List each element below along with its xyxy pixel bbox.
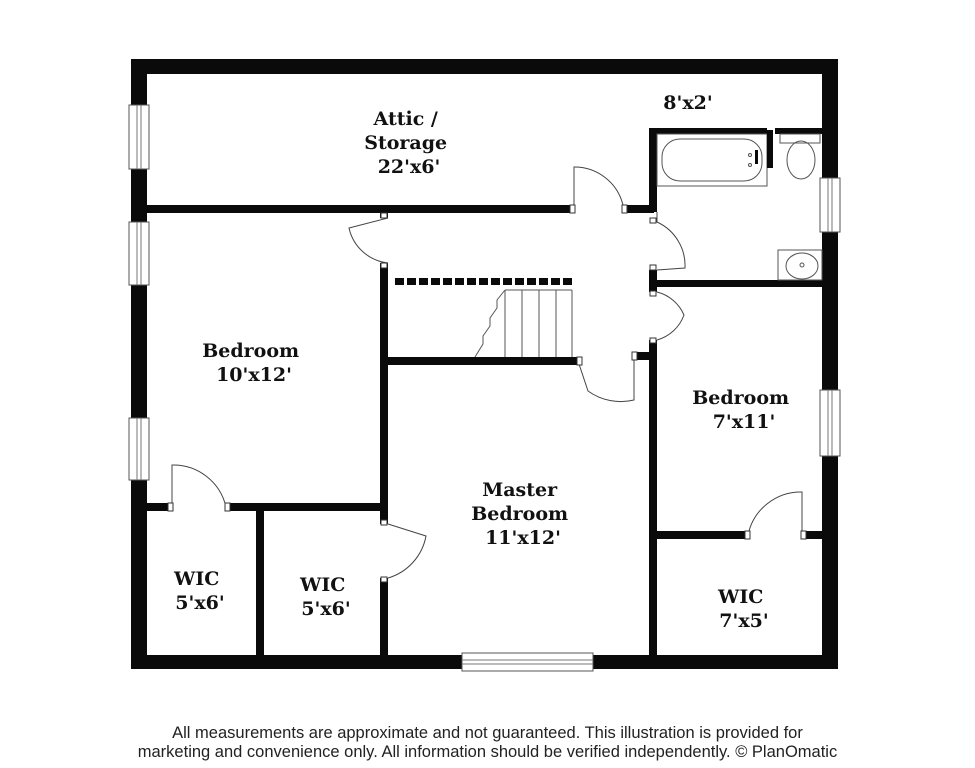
window-bedroom-right (819, 389, 841, 457)
door-bedroom-left (348, 217, 389, 264)
door-attic (573, 166, 624, 206)
window-master (461, 652, 594, 672)
room-label-wic-2: WIC 5'x6' (299, 574, 352, 620)
window-bedroom-lower (128, 417, 150, 481)
disclaimer-line-1: All measurements are approximate and not… (172, 724, 803, 742)
stairs (474, 289, 573, 358)
bathtub (656, 133, 768, 187)
room-label-wic-1: WIC 5'x6' (173, 568, 226, 614)
door-wic-1 (171, 464, 227, 508)
sink (777, 249, 823, 281)
window-attic (128, 104, 150, 170)
room-label-bedroom-right: Bedroom 7'x11' (692, 387, 796, 433)
window-panes (136, 105, 833, 665)
room-label-attic: Attic / Storage 22'x6' (364, 108, 454, 178)
doors (171, 166, 803, 579)
room-label-bedroom-left: Bedroom 10'x12' (202, 340, 306, 386)
window-bedroom-upper (128, 221, 150, 286)
door-master (577, 356, 635, 403)
toilet (779, 133, 821, 180)
shower-wall (755, 130, 773, 168)
room-label-bath: 8'x2' (663, 92, 712, 114)
room-labels: Attic / Storage 22'x6' 8'x2' Bedroom 10'… (173, 92, 796, 632)
door-wic-3 (747, 491, 803, 536)
room-label-master: Master Bedroom 11'x12' (471, 479, 575, 549)
outer-walls (131, 59, 838, 669)
interior-walls (147, 128, 823, 655)
disclaimer: All measurements are approximate and not… (0, 724, 975, 762)
door-jambs (167, 204, 807, 583)
room-label-wic-3: WIC 7'x5' (717, 586, 770, 632)
disclaimer-line-2: marketing and convenience only. All info… (137, 743, 838, 761)
door-wic-2 (387, 523, 427, 579)
hall-railing (395, 278, 572, 285)
door-bath (656, 212, 686, 271)
window-bath (819, 177, 841, 233)
door-hall-closet (656, 291, 685, 341)
windows (128, 104, 841, 672)
